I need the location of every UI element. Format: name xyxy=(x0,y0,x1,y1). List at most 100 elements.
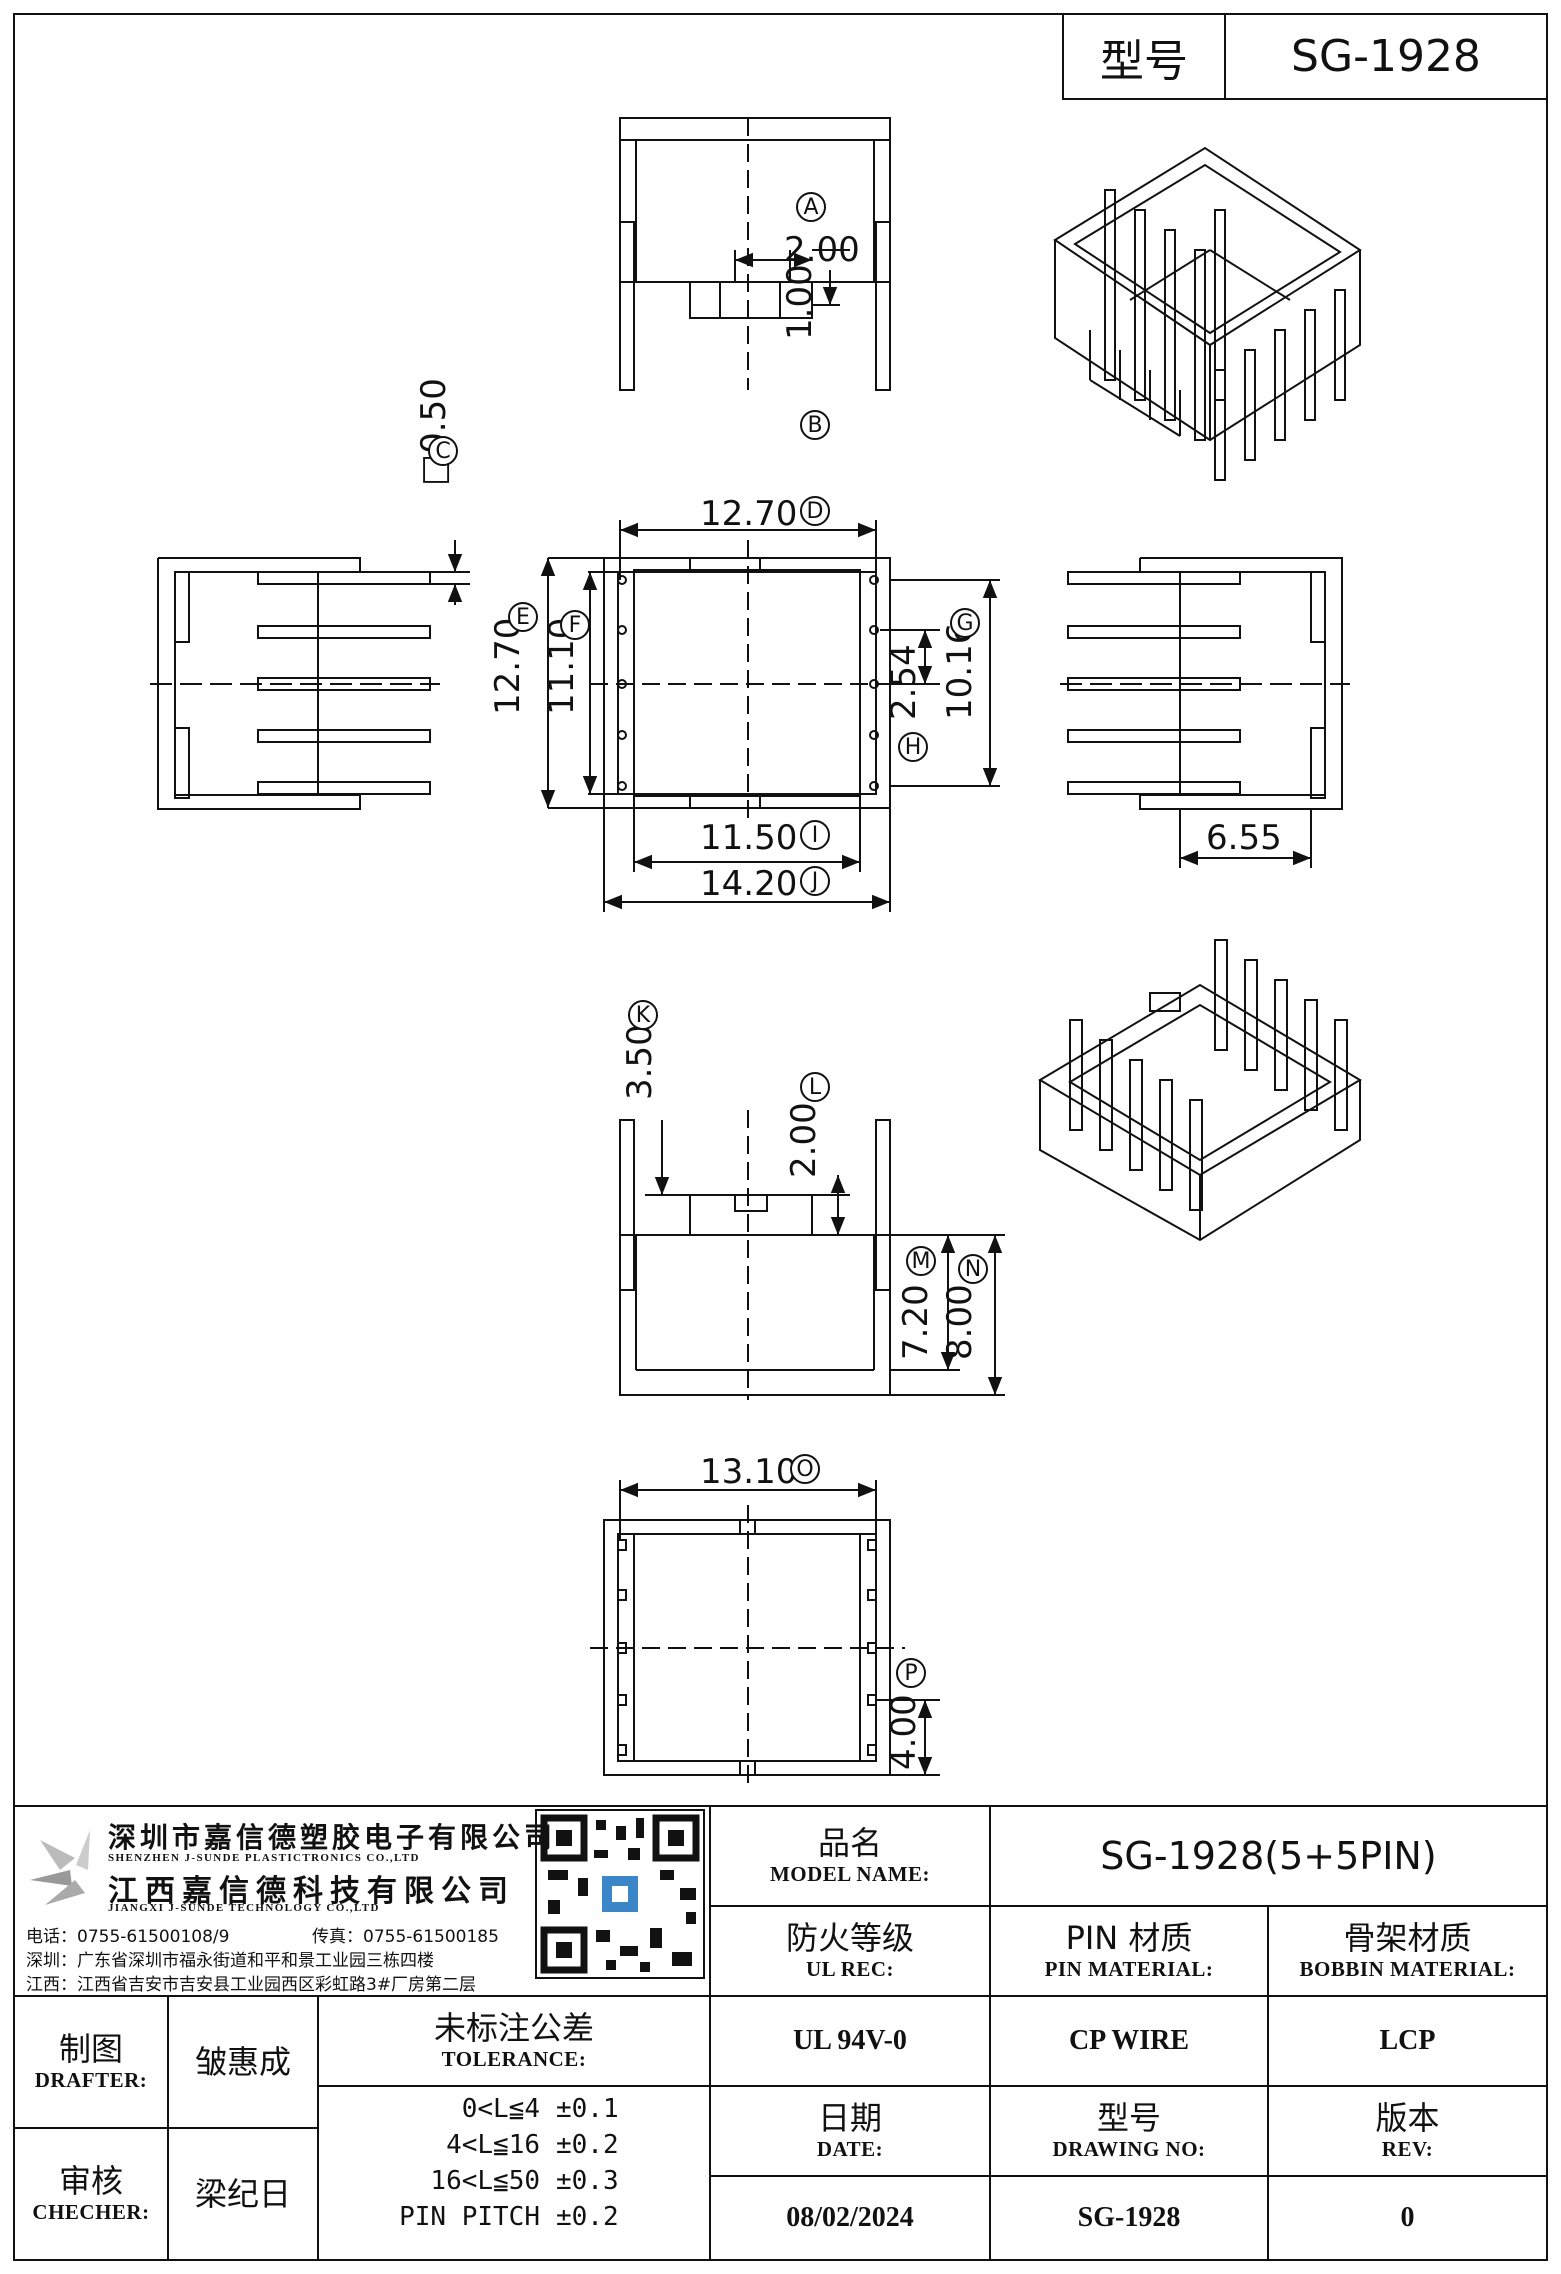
dim-f-marker: F xyxy=(560,610,590,640)
date-label-cn: 日期 xyxy=(817,2099,882,2138)
date-label-en: DATE: xyxy=(816,2136,884,2161)
rev-value: 0 xyxy=(1400,2202,1415,2233)
pin-material-value: CP WIRE xyxy=(1068,2025,1190,2056)
model-name-label-en: MODEL NAME: xyxy=(769,1861,931,1886)
dim-k-value: 3.50 xyxy=(620,1024,660,1100)
qr-code xyxy=(535,1809,705,1979)
tolerance-value: ±0.2 xyxy=(556,2130,619,2160)
bobbin-material-label-en: BOBBIN MATERIAL: xyxy=(1299,1956,1516,1981)
tolerance-range: PIN PITCH xyxy=(399,2202,540,2232)
dimension-annotations: 2.00 A 1.00 B □0.50 C 12.70 D 12.70 E 11… xyxy=(414,192,1282,1770)
dim-l-marker: L xyxy=(800,1072,830,1102)
tolerance-range: 16<L≦50 xyxy=(430,2166,540,2196)
date-value: 08/02/2024 xyxy=(786,2202,914,2233)
company-fax: 传真：0755-61500185 xyxy=(312,1927,499,1947)
company-name-jiangxi-en: JIANGXI J-SUNDE TECHNOLOGY CO.,LTD xyxy=(108,1902,380,1914)
dim-d-value: 12.70 xyxy=(700,494,798,534)
bobbin-material-value: LCP xyxy=(1379,2025,1436,2056)
model-name-value: SG-1928(5+5PIN) xyxy=(1100,1834,1437,1878)
checker-label-cn: 审核 xyxy=(58,2162,123,2201)
drafter-name: 皱惠成 xyxy=(194,2042,291,2081)
drawing-no-value: SG-1928 xyxy=(1077,2202,1181,2233)
dim-b-marker: B xyxy=(800,410,830,440)
drawing-no-label: 型号 DRAWING NO: xyxy=(990,2086,1268,2176)
dim-b-value: 1.00 xyxy=(780,264,820,340)
company-address-jiangxi: 江西：江西省吉安市吉安县工业园西区彩虹路3#厂房第二层 xyxy=(26,1975,477,1995)
pin-material-label-en: PIN MATERIAL: xyxy=(1044,1956,1214,1981)
dim-o-marker: O xyxy=(790,1454,820,1484)
dim-i-value: 11.50 xyxy=(700,818,798,858)
dim-p-marker: P xyxy=(896,1658,926,1688)
tolerance-range: 0<L≦4 xyxy=(461,2094,540,2124)
view-front-top xyxy=(619,117,891,391)
tolerance-label: 未标注公差 TOLERANCE: xyxy=(318,1996,710,2086)
view-top xyxy=(540,520,1000,912)
dim-e-marker: E xyxy=(508,602,538,632)
ul-label-cn: 防火等级 xyxy=(785,1919,914,1958)
rev-label: 版本 REV: xyxy=(1268,2086,1547,2176)
ul-label-en: UL REC: xyxy=(805,1956,895,1981)
title-block-grid xyxy=(14,1805,1547,2260)
bobbin-material-label: 骨架材质 BOBBIN MATERIAL: xyxy=(1268,1906,1547,1996)
rev-label-en: REV: xyxy=(1381,2136,1434,2161)
view-left-side xyxy=(150,540,470,810)
pin-material-label: PIN 材质 PIN MATERIAL: xyxy=(990,1906,1268,1996)
rev-label-cn: 版本 xyxy=(1375,2099,1440,2138)
header-box xyxy=(1062,13,1548,100)
dim-c-marker: C xyxy=(428,436,458,466)
dim-d-marker: D xyxy=(800,496,830,526)
company-address-shenzhen: 深圳：广东省深圳市福永街道和平和景工业园三栋四楼 xyxy=(26,1951,434,1971)
company-logo xyxy=(30,1830,90,1905)
view-front-bottom xyxy=(619,1110,1005,1400)
dim-n-marker: N xyxy=(958,1254,988,1284)
dim-a-marker: A xyxy=(796,192,826,222)
drawing-no-label-en: DRAWING NO: xyxy=(1052,2136,1206,2161)
dim-m-marker: M xyxy=(906,1246,936,1276)
model-name-label-cn: 品名 xyxy=(817,1824,882,1863)
drafter-label-cn: 制图 xyxy=(58,2030,123,2069)
dim-h-marker: H xyxy=(898,732,928,762)
date-label: 日期 DATE: xyxy=(710,2086,990,2176)
dim-g-marker: G xyxy=(950,608,980,638)
pin-material-label-cn: PIN 材质 xyxy=(1065,1919,1193,1958)
company-phone: 电话：0755-61500108/9 xyxy=(26,1927,230,1947)
tolerance-range: 4<L≦16 xyxy=(446,2130,540,2160)
company-name-shenzhen-en: SHENZHEN J-SUNDE PLASTICTRONICS CO.,LTD xyxy=(108,1852,420,1864)
header-model-label: 型号 xyxy=(1100,35,1188,87)
ul-label: 防火等级 UL REC: xyxy=(710,1906,990,1996)
drafter-label-en: DRAFTER: xyxy=(34,2067,148,2092)
header-model-value: SG-1928 xyxy=(1291,31,1481,82)
company-name-jiangxi: 江西嘉信德科技有限公司 xyxy=(108,1874,515,1909)
dim-j-marker: J xyxy=(800,866,830,896)
tolerance-value: ±0.1 xyxy=(556,2094,619,2124)
dim-c-value: □0.50 xyxy=(414,378,454,486)
tolerance-label-cn: 未标注公差 xyxy=(433,2009,594,2048)
bobbin-material-label-cn: 骨架材质 xyxy=(1343,1919,1472,1958)
tolerance-value: ±0.2 xyxy=(556,2202,619,2232)
dim-j-value: 14.20 xyxy=(700,864,798,904)
dim-i-marker: I xyxy=(800,820,830,850)
company-name-shenzhen: 深圳市嘉信德塑胶电子有限公司 xyxy=(108,1821,557,1854)
checker-label-en: CHECHER: xyxy=(32,2199,150,2224)
ul-value: UL 94V-0 xyxy=(793,2025,907,2056)
tolerance-value: ±0.3 xyxy=(556,2166,619,2196)
tolerance-label-en: TOLERANCE: xyxy=(441,2046,587,2071)
dim-l-value: 2.00 xyxy=(784,1102,824,1178)
checker-name: 梁纪日 xyxy=(194,2174,291,2213)
dim-n-value: 8.00 xyxy=(940,1284,980,1360)
drafter-label: 制图 DRAFTER: xyxy=(14,1996,168,2128)
sheet-border xyxy=(13,13,1548,2261)
side-width-value: 6.55 xyxy=(1206,818,1282,858)
dim-e-value: 12.70 xyxy=(488,617,528,715)
dim-p-value: 4.00 xyxy=(884,1694,924,1770)
dim-o-value: 13.10 xyxy=(700,1452,798,1492)
dim-k-marker: K xyxy=(628,1000,658,1030)
view-right-side xyxy=(1060,557,1350,868)
dim-h-value: 2.54 xyxy=(884,644,924,720)
dim-m-value: 7.20 xyxy=(896,1284,936,1360)
drawing-no-label-cn: 型号 xyxy=(1096,2099,1161,2138)
view-iso-bottom xyxy=(1038,939,1362,1242)
view-bottom xyxy=(590,1480,940,1785)
